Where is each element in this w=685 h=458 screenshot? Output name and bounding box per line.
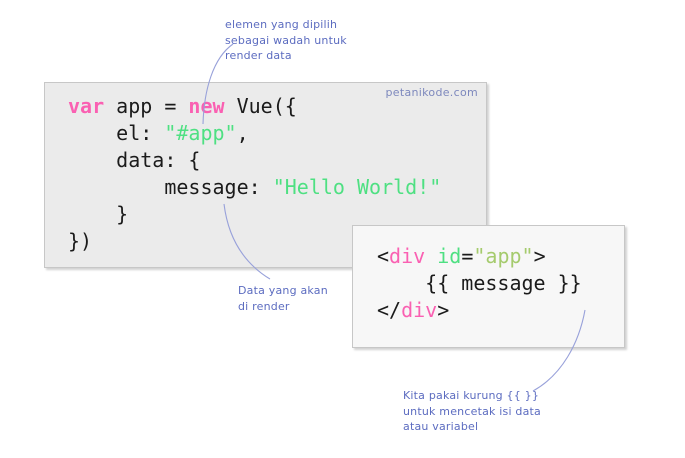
code-text-token: < xyxy=(377,244,390,268)
js-code-line-6: }) xyxy=(68,228,441,255)
id-attribute-token: id xyxy=(437,244,462,268)
html-code-line-2: {{ message }} xyxy=(377,270,582,297)
annotation-line: Data yang akan xyxy=(238,284,328,297)
html-code-block: <div id="app"> {{ message }} </div> xyxy=(352,225,625,348)
annotation-line: sebagai wadah untuk xyxy=(225,33,347,47)
js-code-line-4: message: "Hello World!" xyxy=(68,174,441,201)
code-text-token: message: xyxy=(68,175,273,199)
html-code: <div id="app"> {{ message }} </div> xyxy=(377,243,582,324)
js-code-line-2: el: "#app", xyxy=(68,120,441,147)
annotation-line: render data xyxy=(225,49,292,62)
js-code: var app = new Vue({ el: "#app", data: { … xyxy=(68,93,441,255)
annotation-data-note: Data yang akan di render xyxy=(238,283,328,314)
annotation-line: elemen yang dipilih xyxy=(225,18,338,31)
code-text-token: app = xyxy=(104,94,189,118)
code-text-token: data: { xyxy=(68,148,201,172)
mustache-expression-token: {{ message }} xyxy=(377,271,582,295)
app-attribute-value-token: "app" xyxy=(473,244,534,268)
code-text-token: </ xyxy=(377,298,402,322)
code-text-token: el: xyxy=(68,121,165,145)
js-code-line-1: var app = new Vue({ xyxy=(68,93,441,120)
code-text-token: Vue({ xyxy=(224,94,297,118)
code-text-token: > xyxy=(437,298,450,322)
app-selector-string-token: "#app" xyxy=(164,121,237,145)
code-text-token: = xyxy=(461,244,474,268)
annotation-element-note: elemen yang dipilih sebagai wadah untuk … xyxy=(225,17,347,64)
annotation-line: Kita pakai kurung {{ }} xyxy=(403,389,540,402)
watermark: petanikode.com xyxy=(385,86,478,99)
js-code-line-5: } xyxy=(68,201,441,228)
html-code-line-1: <div id="app"> xyxy=(377,243,582,270)
annotation-line: di render xyxy=(238,299,290,313)
new-keyword-token: new xyxy=(188,94,225,118)
js-code-line-3: data: { xyxy=(68,147,441,174)
div-closing-tag-token: div xyxy=(401,298,438,322)
code-text-token: }) xyxy=(68,229,93,253)
annotation-line: atau variabel xyxy=(403,420,479,433)
code-text-token: > xyxy=(533,244,546,268)
code-text-token: , xyxy=(236,121,249,145)
js-code-block: petanikode.com var app = new Vue({ el: "… xyxy=(44,82,487,268)
html-code-line-3: </div> xyxy=(377,297,582,324)
div-tag-token: div xyxy=(389,244,426,268)
annotation-line: untuk mencetak isi data xyxy=(403,404,542,418)
hello-world-string-token: "Hello World!" xyxy=(272,175,442,199)
code-text-token: } xyxy=(68,202,129,226)
code-text-token xyxy=(425,244,437,268)
var-keyword-token: var xyxy=(68,94,105,118)
annotation-braces-note: Kita pakai kurung {{ }} untuk mencetak i… xyxy=(403,388,541,435)
